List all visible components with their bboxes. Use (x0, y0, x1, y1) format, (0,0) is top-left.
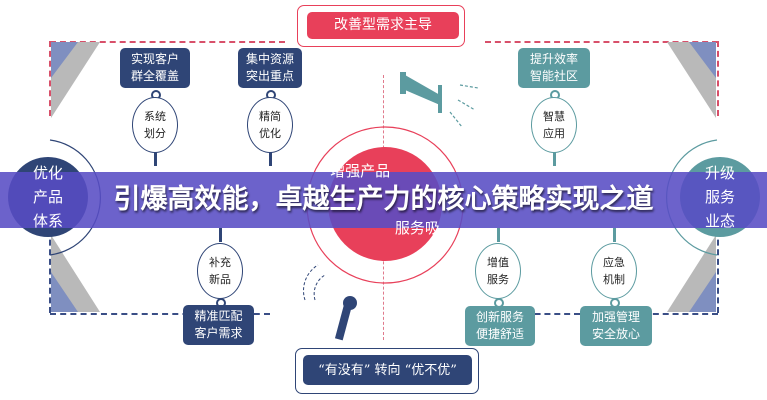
box-line: 便捷舒适 (475, 327, 524, 341)
box-line: 智能社区 (529, 69, 578, 83)
box-line: 提升效率 (529, 52, 578, 66)
right-circle-line: 服务 (704, 188, 735, 206)
node-line: 应急 (603, 256, 625, 269)
box-line: 客户需求 (194, 326, 243, 340)
node-line: 增值 (487, 256, 509, 269)
node-line: 系统 (144, 110, 166, 123)
box-innovative-service: 创新服务便捷舒适 (465, 306, 535, 346)
title-banner: 引爆高效能，卓越生产力的核心策略实现之道 (0, 172, 767, 228)
node-streamline: 精简优化 (247, 97, 293, 153)
frame-dash (717, 230, 719, 313)
arrow-up (613, 228, 616, 242)
box-line: 群全覆盖 (130, 69, 179, 83)
arrow-up (219, 228, 222, 242)
right-circle-line: 业态 (704, 212, 735, 230)
center-circle-line: 增强产品 (330, 162, 391, 180)
center-circle-line: 引力 (369, 263, 400, 281)
top-label: 改善型需求主导 (307, 12, 459, 39)
bottom-label: “有没有” 转向 “优不优” (303, 355, 472, 385)
node-line: 优化 (259, 127, 281, 140)
box-line: 创新服务 (475, 310, 524, 324)
node-new-products: 补充新品 (197, 243, 243, 299)
frame-dash (49, 230, 51, 313)
node-line: 应用 (543, 127, 565, 140)
frame-dash (50, 313, 270, 315)
node-smart-application: 智慧应用 (531, 97, 577, 153)
right-circle-line: 升级 (704, 164, 735, 182)
node-line: 机制 (603, 273, 625, 286)
box-focus-resources: 集中资源突出重点 (238, 48, 302, 88)
frame-dash (717, 41, 719, 116)
megaphone-icon (400, 72, 442, 113)
left-circle-line: 优化 (32, 164, 63, 182)
frame-dash (50, 41, 285, 43)
box-line: 加强管理 (591, 310, 640, 324)
arrow-down (269, 152, 272, 166)
box-efficiency: 提升效率智能社区 (518, 48, 590, 88)
node-line: 服务 (487, 273, 509, 286)
box-line: 集中资源 (245, 52, 294, 66)
banner-title: 引爆高效能，卓越生产力的核心策略实现之道 (113, 184, 654, 215)
box-customer-coverage: 实现客户群全覆盖 (120, 48, 190, 88)
left-circle-line: 产品 (32, 188, 63, 206)
left-circle-line: 体系 (32, 212, 63, 230)
box-line: 安全放心 (591, 327, 640, 341)
box-management: 加强管理安全放心 (580, 306, 652, 346)
node-value-added: 增值服务 (475, 243, 521, 299)
node-line: 划分 (144, 127, 166, 140)
node-line: 新品 (209, 273, 231, 286)
box-line: 精准匹配 (194, 309, 243, 323)
box-line: 突出重点 (245, 69, 294, 83)
arrow-down (553, 152, 556, 166)
frame-dash (485, 41, 718, 43)
microphone-icon (303, 264, 357, 341)
center-circle-line: 服务吸 (394, 219, 440, 237)
node-line: 智慧 (543, 110, 565, 123)
arrow-down (154, 152, 157, 166)
right-circle: 升级服务业态 (680, 157, 760, 237)
node-line: 精简 (259, 110, 281, 123)
box-precise-match: 精准匹配客户需求 (183, 305, 254, 345)
node-emergency: 应急机制 (591, 243, 637, 299)
arrow-up (497, 228, 500, 242)
box-line: 实现客户 (130, 52, 179, 66)
frame-dash (49, 41, 51, 116)
node-line: 补充 (209, 256, 231, 269)
node-system-division: 系统划分 (132, 97, 178, 153)
left-circle: 优化产品体系 (8, 157, 88, 237)
